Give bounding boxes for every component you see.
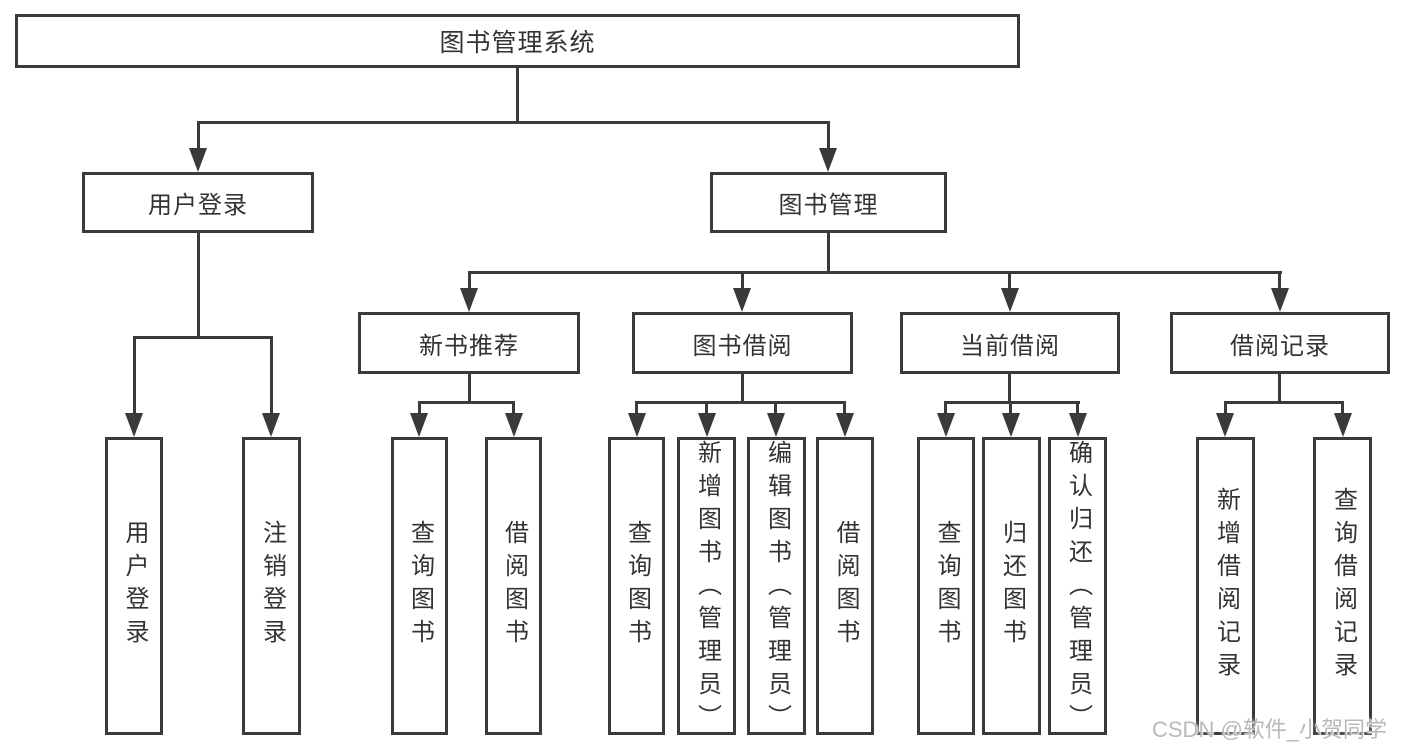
connector-drop bbox=[512, 401, 515, 415]
node-label: 新书推荐 bbox=[419, 332, 519, 360]
node-label: 借阅图书 bbox=[832, 520, 859, 652]
node-label: 确认归还（管理员） bbox=[1064, 440, 1092, 737]
node-borrowing-records: 借阅记录 bbox=[1170, 312, 1390, 374]
connector-drop bbox=[1224, 401, 1227, 415]
connector-current-rail bbox=[944, 401, 1080, 404]
connector-mgmt-stem bbox=[827, 233, 830, 274]
connector-drop bbox=[741, 271, 744, 292]
node-label: 图书管理系统 bbox=[439, 29, 596, 57]
arrowhead-down bbox=[1069, 413, 1087, 437]
arrowhead-down bbox=[733, 288, 751, 312]
arrowhead-down bbox=[1002, 413, 1020, 437]
node-label: 图书借阅 bbox=[692, 332, 793, 360]
arrowhead-down bbox=[1001, 288, 1019, 312]
leaf-borrow-books-newbook: 借阅图书 bbox=[485, 437, 542, 735]
connector-newbook-stem bbox=[468, 374, 471, 404]
connector-drop bbox=[1008, 271, 1011, 292]
connector-records-stem bbox=[1278, 374, 1281, 404]
connector-drop bbox=[1341, 401, 1344, 415]
arrowhead-down bbox=[460, 288, 478, 312]
node-book-management: 图书管理 bbox=[710, 172, 947, 233]
leaf-user-login: 用户登录 bbox=[105, 437, 163, 735]
node-label: 查询图书 bbox=[933, 520, 960, 652]
connector-records-rail bbox=[1224, 401, 1344, 404]
leaf-borrow-books-borrowing: 借阅图书 bbox=[816, 437, 874, 735]
connector-drop bbox=[1076, 401, 1079, 415]
leaf-logout: 注销登录 bbox=[242, 437, 301, 735]
connector-drop bbox=[1009, 401, 1012, 415]
leaf-edit-books-admin: 编辑图书（管理员） bbox=[747, 437, 806, 737]
leaf-add-borrow-record: 新增借阅记录 bbox=[1196, 437, 1255, 735]
connector-borrow-rail bbox=[635, 401, 846, 404]
arrowhead-down bbox=[1271, 288, 1289, 312]
node-label: 用户登录 bbox=[121, 520, 148, 652]
connector-mgmt-rail bbox=[468, 271, 1282, 274]
arrowhead-down bbox=[937, 413, 955, 437]
node-label: 查询图书 bbox=[406, 520, 434, 652]
arrowhead-down bbox=[125, 413, 143, 437]
node-label: 新增图书（管理员） bbox=[693, 440, 721, 737]
node-current-borrowing: 当前借阅 bbox=[900, 312, 1120, 374]
node-label: 当前借阅 bbox=[960, 332, 1060, 360]
connector-drop bbox=[635, 401, 638, 415]
arrowhead-down bbox=[1216, 413, 1234, 437]
node-book-borrowing: 图书借阅 bbox=[632, 312, 853, 374]
node-label: 新增借阅记录 bbox=[1212, 487, 1240, 685]
connector-drop bbox=[133, 336, 136, 416]
node-library-management-system: 图书管理系统 bbox=[15, 14, 1020, 68]
connector-drop bbox=[827, 121, 830, 151]
connector-drop bbox=[1278, 271, 1281, 292]
node-label: 查询图书 bbox=[623, 520, 651, 652]
arrowhead-down bbox=[505, 413, 523, 437]
node-label: 图书管理 bbox=[778, 192, 879, 219]
connector-drop bbox=[944, 401, 947, 415]
node-label: 查询借阅记录 bbox=[1329, 487, 1357, 685]
connector-drop bbox=[270, 336, 273, 416]
arrowhead-down bbox=[767, 413, 785, 437]
connector-borrow-stem bbox=[741, 374, 744, 404]
connector-current-stem bbox=[1008, 374, 1011, 404]
leaf-query-books-newbook: 查询图书 bbox=[391, 437, 448, 735]
arrowhead-down bbox=[628, 413, 646, 437]
arrowhead-down bbox=[698, 413, 716, 437]
connector-drop bbox=[197, 121, 200, 151]
arrowhead-down bbox=[189, 148, 207, 172]
node-label: 借阅记录 bbox=[1230, 332, 1330, 360]
connector-drop bbox=[418, 401, 421, 415]
arrowhead-down bbox=[819, 148, 837, 172]
connector-login-rail bbox=[133, 336, 273, 339]
connector-root-stem bbox=[516, 68, 519, 121]
node-new-book-recommend: 新书推荐 bbox=[358, 312, 580, 374]
node-label: 注销登录 bbox=[258, 520, 286, 652]
arrowhead-down bbox=[410, 413, 428, 437]
connector-login-stem bbox=[197, 233, 200, 336]
connector-root-rail bbox=[197, 121, 830, 124]
node-label: 用户登录 bbox=[148, 192, 248, 219]
connector-drop bbox=[843, 401, 846, 415]
connector-drop bbox=[705, 401, 708, 415]
leaf-add-books-admin: 新增图书（管理员） bbox=[677, 437, 736, 737]
leaf-query-borrow-record: 查询借阅记录 bbox=[1313, 437, 1372, 735]
arrowhead-down bbox=[1334, 413, 1352, 437]
leaf-query-books-borrowing: 查询图书 bbox=[608, 437, 665, 735]
csdn-watermark: CSDN @软件_小贺同学 bbox=[1152, 717, 1388, 742]
leaf-query-books-current: 查询图书 bbox=[917, 437, 975, 735]
arrowhead-down bbox=[836, 413, 854, 437]
connector-drop bbox=[774, 401, 777, 415]
connector-drop bbox=[468, 271, 471, 292]
arrowhead-down bbox=[262, 413, 280, 437]
leaf-return-books: 归还图书 bbox=[982, 437, 1041, 735]
node-label: 编辑图书（管理员） bbox=[763, 440, 791, 737]
node-label: 归还图书 bbox=[998, 520, 1026, 652]
node-user-login: 用户登录 bbox=[82, 172, 314, 233]
leaf-confirm-return-admin: 确认归还（管理员） bbox=[1048, 437, 1107, 737]
connector-newbook-rail bbox=[418, 401, 515, 404]
node-label: 借阅图书 bbox=[500, 520, 528, 652]
